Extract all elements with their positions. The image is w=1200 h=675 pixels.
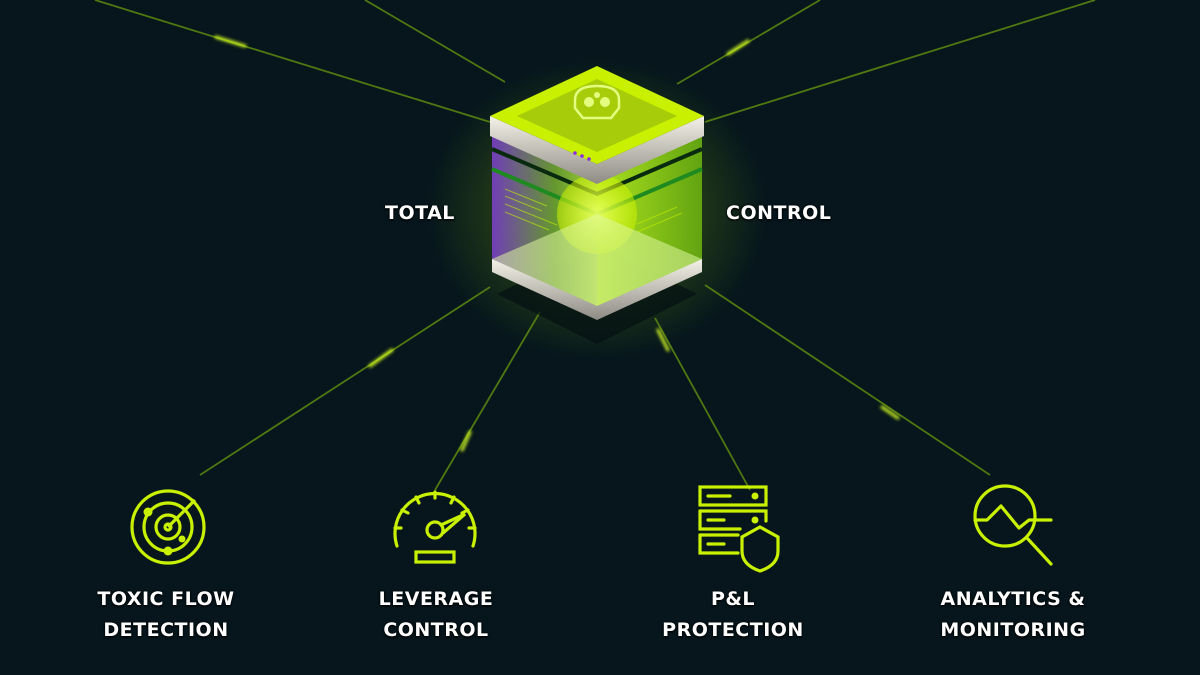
feature-label-line2: MONITORING xyxy=(940,619,1086,641)
feature-label-line2: PROTECTION xyxy=(662,619,804,641)
feature-label-line1: ANALYTICS & xyxy=(940,588,1086,610)
feature-label-line2: DETECTION xyxy=(103,619,229,641)
feature-label-line1: P&L xyxy=(710,588,756,610)
radar-icon xyxy=(130,489,206,565)
hero-right-word: CONTROL xyxy=(726,202,832,224)
feature-label-line1: LEVERAGE xyxy=(378,588,494,610)
speedometer-icon xyxy=(393,490,477,564)
feature-label-analytics: ANALYTICS & MONITORING xyxy=(940,584,1085,646)
feature-label-pnl: P&L PROTECTION xyxy=(662,584,804,646)
chart-magnifier-icon xyxy=(973,484,1053,566)
hero-left-word: TOTAL xyxy=(385,202,455,224)
server-shield-icon xyxy=(698,485,780,573)
feature-label-toxic-flow: TOXIC FLOW DETECTION xyxy=(97,584,234,646)
feature-label-line1: TOXIC FLOW xyxy=(97,588,235,610)
server-cube-illustration xyxy=(490,66,704,344)
feature-label-line2: CONTROL xyxy=(383,619,489,641)
feature-label-leverage: LEVERAGE CONTROL xyxy=(379,584,494,646)
